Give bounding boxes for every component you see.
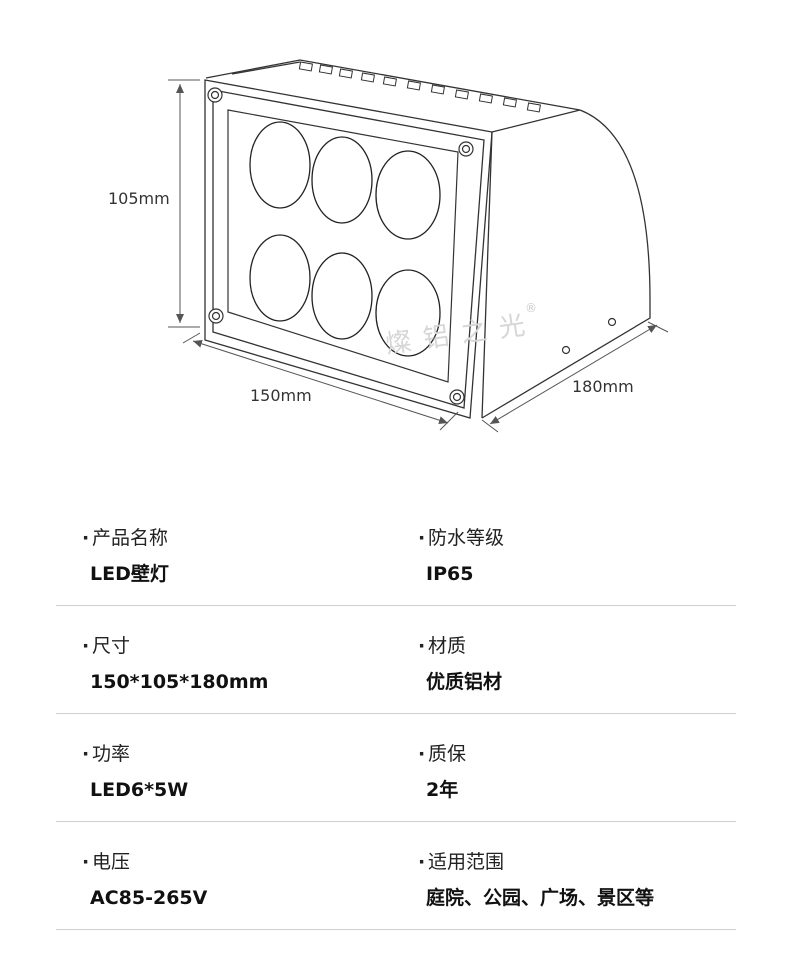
spec-application: ·适用范围 庭院、公园、广场、景区等 <box>396 822 736 929</box>
height-label: 105mm <box>108 189 170 208</box>
bullet: · <box>82 527 90 549</box>
spec-value: 庭院、公园、广场、景区等 <box>426 887 655 909</box>
bullet: · <box>418 851 426 873</box>
corner-screws <box>207 87 617 405</box>
watermark: 燦 铝 之 光 ® <box>383 301 537 360</box>
led-lens-3 <box>375 150 441 240</box>
spec-label: 功率 <box>92 743 131 765</box>
spec-value: LED6*5W <box>90 779 189 801</box>
spec-value: AC85-265V <box>90 887 208 909</box>
housing-top <box>205 59 581 133</box>
led-lens-5 <box>311 252 373 340</box>
spec-material: ·材质 优质铝材 <box>396 606 736 713</box>
spec-row-power: ·功率 LED6*5W ·质保 2年 <box>56 714 736 822</box>
spec-voltage: ·电压 AC85-265V <box>56 822 396 929</box>
bullet: · <box>418 635 426 657</box>
spec-label: 产品名称 <box>92 527 169 549</box>
width-label: 150mm <box>250 386 312 405</box>
spec-label: 电压 <box>92 851 131 873</box>
spec-label: 质保 <box>428 743 467 765</box>
spec-label: 材质 <box>428 635 467 657</box>
spec-value: 2年 <box>426 779 459 801</box>
side-screw-2 <box>607 317 617 327</box>
spec-product-name: ·产品名称 LED壁灯 <box>56 498 396 605</box>
led-lens-4 <box>249 234 311 322</box>
bullet: · <box>82 851 90 873</box>
depth-dimension <box>481 321 669 433</box>
spec-power: ·功率 LED6*5W <box>56 714 396 821</box>
depth-label: 180mm <box>572 377 634 396</box>
spec-label: 防水等级 <box>428 527 505 549</box>
side-screw-1 <box>561 345 571 355</box>
lens-panel <box>227 109 459 383</box>
spec-value: LED壁灯 <box>90 563 169 585</box>
width-dimension <box>182 332 459 431</box>
led-lens-1 <box>249 121 311 209</box>
spec-size: ·尺寸 150*105*180mm <box>56 606 396 713</box>
spec-waterproof: ·防水等级 IP65 <box>396 498 736 605</box>
spec-row-voltage: ·电压 AC85-265V ·适用范围 庭院、公园、广场、景区等 <box>56 822 736 930</box>
front-frame <box>204 79 493 419</box>
bullet: · <box>418 743 426 765</box>
svg-text:燦 铝 之 光: 燦 铝 之 光 <box>383 310 529 360</box>
spec-value: 150*105*180mm <box>90 671 269 693</box>
height-dimension <box>168 79 200 328</box>
led-lenses <box>249 121 441 357</box>
spec-label: 适用范围 <box>428 851 505 873</box>
led-lens-2 <box>311 136 373 224</box>
spec-row-name: ·产品名称 LED壁灯 ·防水等级 IP65 <box>56 498 736 606</box>
bullet: · <box>82 635 90 657</box>
spec-value: IP65 <box>426 563 474 585</box>
spec-label: 尺寸 <box>92 635 131 657</box>
product-diagram: 燦 铝 之 光 ® 105mm 150mm 180mm <box>108 59 669 433</box>
spec-warranty: ·质保 2年 <box>396 714 736 821</box>
heat-sink-fins <box>298 61 542 113</box>
spec-row-size: ·尺寸 150*105*180mm ·材质 优质铝材 <box>56 606 736 714</box>
housing-side <box>481 109 651 419</box>
bullet: · <box>82 743 90 765</box>
svg-text:®: ® <box>525 301 537 315</box>
spec-table: ·产品名称 LED壁灯 ·防水等级 IP65 ·尺寸 150*105*180mm… <box>56 498 736 930</box>
spec-value: 优质铝材 <box>426 671 503 693</box>
bullet: · <box>418 527 426 549</box>
